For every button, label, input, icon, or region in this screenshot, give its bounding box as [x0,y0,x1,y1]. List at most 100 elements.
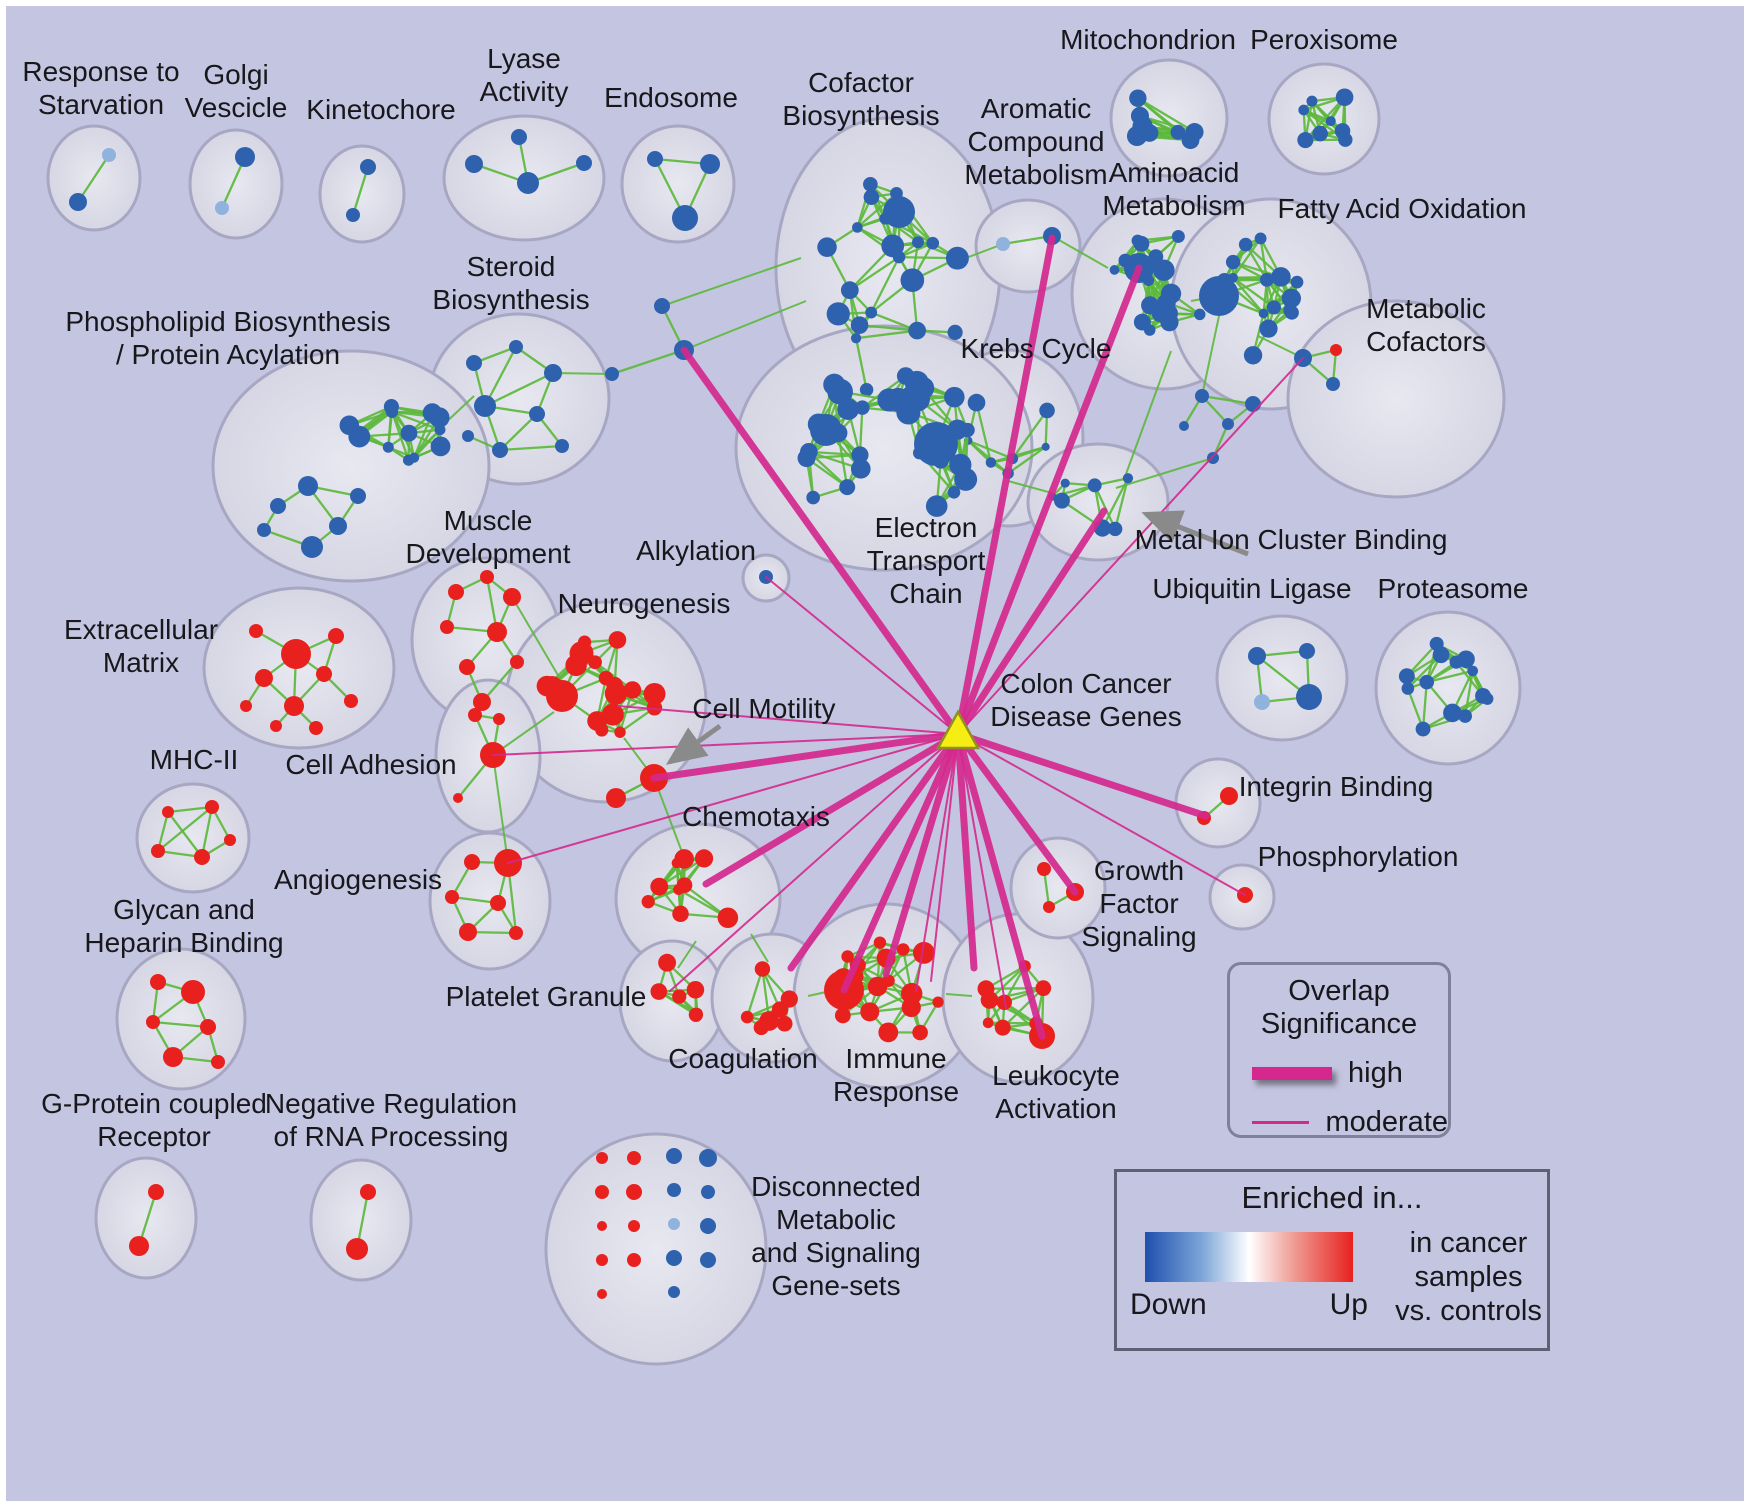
overlap-edge-high [840,730,962,994]
gene-set-edge [1232,237,1262,279]
gene-set-node [1326,377,1340,391]
gene-set-node [473,693,491,711]
overlap-edge-moderate [492,733,959,756]
inter-cluster-edge [502,711,555,749]
gene-set-node [863,189,880,205]
gene-set-node [1195,389,1209,403]
cluster-angiogenesis [445,849,523,941]
gene-set-node [608,631,627,649]
label-fatty-acid-oxidation: Fatty Acid Oxidation [1277,193,1526,224]
gene-set-edge [77,154,110,203]
gene-set-node [1258,308,1269,319]
legend-overlap-title-line1: Overlap [1288,975,1390,1007]
gene-set-node [503,588,521,606]
gene-set-node [1043,901,1055,913]
cluster-lyase-activity [465,129,592,194]
gradient-column: Down Up [1130,1232,1368,1322]
gene-set-node [298,476,318,496]
moderate-significance-line-swatch [1252,1121,1310,1124]
cluster-negative-regulation-rna-processing [346,1184,376,1260]
gene-set-node [1449,655,1463,669]
gene-set-node [834,1007,851,1024]
inter-cluster-edge [552,372,613,375]
gene-set-node [700,1252,716,1268]
cluster-bubble-ubiquitin-ligase [1215,614,1349,742]
cluster-bubble-aromatic-compound-metabolism [974,198,1082,294]
gene-set-edge [854,337,868,391]
gene-set-node [1060,478,1070,488]
gene-set-node [487,622,507,642]
gene-set-node [146,1015,160,1029]
label-endosome: Endosome [604,82,738,113]
gene-set-edge [1093,484,1117,530]
cluster-endosome [647,151,720,231]
label-phospholipid-biosynthesis: Phospholipid Biosynthesis/ Protein Acyla… [65,306,390,370]
gene-set-node [544,364,562,382]
label-chemotaxis: Chemotaxis [682,801,830,832]
gene-set-node [643,682,666,705]
inter-cluster-edge [1007,480,1053,494]
gene-set-edge [157,806,213,852]
gene-set-edge [1304,96,1346,141]
gene-set-edge [967,439,992,464]
gene-set-node [1133,235,1150,252]
gene-set-node [468,708,482,722]
gene-set-node [925,495,948,517]
gene-set-node [510,655,524,669]
gene-set-node [1035,980,1052,997]
gene-set-edge [391,410,441,431]
gene-set-node [255,669,273,687]
gene-set-node [270,498,286,514]
overlap-edge-high [650,730,962,782]
legend-enriched-side-text: in cancer samples vs. controls [1390,1226,1547,1328]
gene-set-edge [1232,276,1275,309]
gene-set-edge [870,256,901,314]
cluster-electron-transport-chain [797,367,978,517]
cluster-metal-ion-cluster-binding [1048,473,1134,537]
gene-set-node [817,237,837,257]
gene-set-node [914,422,958,466]
gene-set-node [346,208,360,222]
cluster-bubble-kinetochore [318,144,406,244]
gene-set-node [896,943,910,956]
label-alkylation: Alkylation [636,535,756,566]
overlap-edge-high [954,730,1046,1040]
gene-set-node [701,1185,715,1199]
cluster-neurogenesis [536,631,668,808]
cluster-bubble-disconnected-gene-sets [544,1132,768,1366]
gene-set-node [1298,104,1310,116]
overlap-edge-high [954,234,1056,738]
gene-set-node [865,306,878,319]
gene-set-node [453,793,463,803]
gene-set-node [1158,303,1178,324]
cluster-golgi-vescicle [215,147,255,215]
overlap-edge-moderate [765,576,959,735]
gene-set-node [1053,492,1070,509]
gene-set-node [1335,88,1354,107]
gene-set-node [350,488,366,504]
cluster-mitochondrion [1126,89,1204,150]
gene-set-node [901,997,921,1018]
gene-set-node [839,479,856,496]
gene-set-edge [611,348,685,376]
gene-set-node [850,459,871,479]
gene-set-node [546,680,578,712]
cluster-steroid-biosynthesis [462,340,569,458]
gene-set-node [588,655,602,670]
gene-set-node [150,974,166,990]
enrichment-gradient-bar [1145,1232,1353,1282]
gene-set-node [688,1007,704,1022]
gene-set-node [1129,89,1147,107]
inter-cluster-edge [1201,315,1220,397]
gene-set-node [529,406,545,422]
gene-set-node [465,155,483,173]
gene-set-node [754,961,771,977]
cluster-phospholipid-biosynthesis [257,399,451,558]
